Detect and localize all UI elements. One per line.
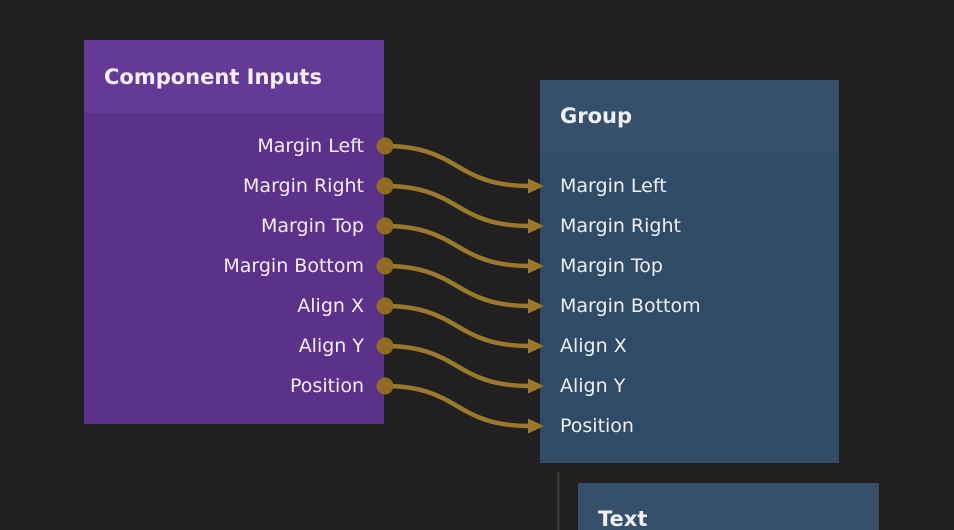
output-port-align-y[interactable]: Align Y [84,326,384,366]
output-port-margin-bottom[interactable]: Margin Bottom [84,246,384,286]
input-ports: Margin Left Margin Right Margin Top Marg… [540,152,839,446]
wire-margin-bottom[interactable] [382,263,532,309]
port-label: Align Y [560,375,626,397]
node-text[interactable]: Text [578,483,879,530]
wire-margin-right[interactable] [382,183,532,229]
port-label: Margin Left [257,135,364,157]
output-port-align-x[interactable]: Align X [84,286,384,326]
port-label: Align Y [298,335,364,357]
port-label: Align X [297,295,364,317]
input-port-align-y[interactable]: Align Y [540,366,839,406]
node-component-inputs-header[interactable]: Component Inputs [84,40,384,113]
output-port-margin-top[interactable]: Margin Top [84,206,384,246]
wire-align-y[interactable] [382,343,532,389]
input-port-margin-top[interactable]: Margin Top [540,246,839,286]
input-port-margin-right[interactable]: Margin Right [540,206,839,246]
node-title: Component Inputs [104,64,322,89]
input-port-align-x[interactable]: Align X [540,326,839,366]
port-label: Margin Top [560,255,663,277]
port-label: Margin Right [243,175,364,197]
node-text-header[interactable]: Text [578,483,879,530]
port-label: Position [290,375,364,397]
output-port-margin-right[interactable]: Margin Right [84,166,384,206]
wire-margin-top[interactable] [382,223,532,269]
node-title: Text [598,507,648,530]
node-component-inputs[interactable]: Component Inputs Margin Left Margin Righ… [84,40,384,424]
output-ports: Margin Left Margin Right Margin Top Marg… [84,113,384,406]
port-label: Margin Top [261,215,364,237]
port-label: Position [560,415,634,437]
output-port-margin-left[interactable]: Margin Left [84,126,384,166]
port-label: Margin Bottom [223,255,364,277]
input-port-margin-bottom[interactable]: Margin Bottom [540,286,839,326]
input-port-margin-left[interactable]: Margin Left [540,166,839,206]
input-port-position[interactable]: Position [540,406,839,446]
output-port-position[interactable]: Position [84,366,384,406]
port-label: Align X [560,335,627,357]
port-label: Margin Right [560,215,681,237]
port-label: Margin Left [560,175,667,197]
node-group[interactable]: Group Margin Left Margin Right Margin To… [540,80,839,463]
node-group-header[interactable]: Group [540,80,839,152]
wire-margin-left[interactable] [382,143,532,189]
wire-position[interactable] [382,383,532,429]
node-title: Group [560,104,633,128]
port-label: Margin Bottom [560,295,701,317]
wire-align-x[interactable] [382,303,532,349]
